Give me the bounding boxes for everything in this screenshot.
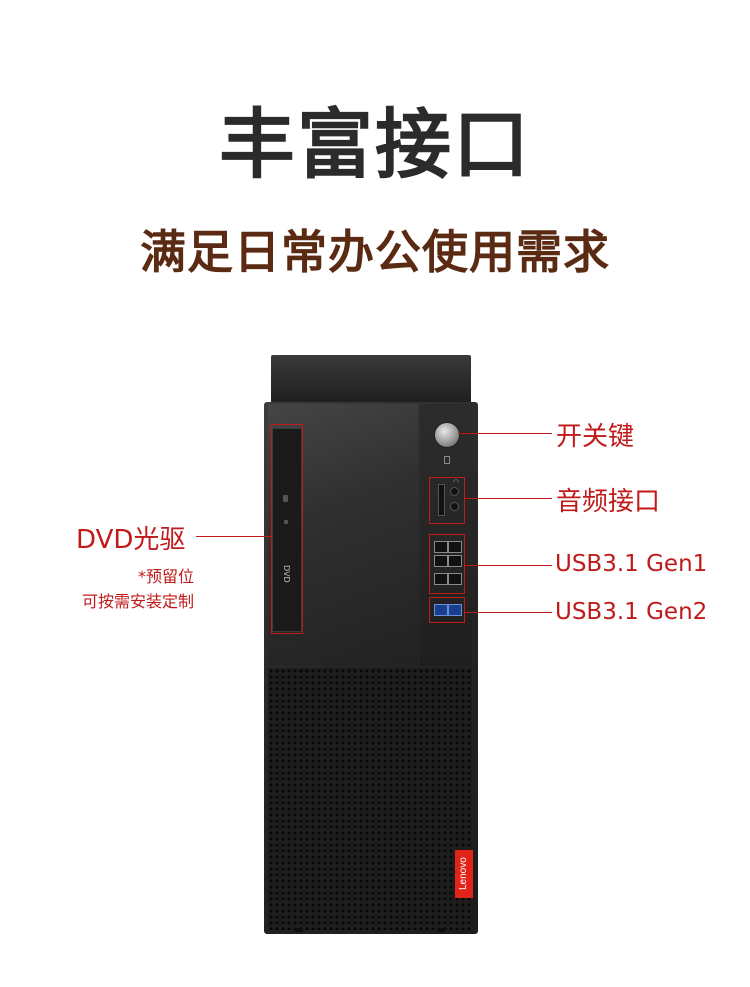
dvd-callout-line <box>196 536 271 537</box>
usb-gen1-port <box>434 555 448 567</box>
dvd-highlight-box <box>271 424 303 634</box>
page-subtitle: 满足日常办公使用需求 <box>140 225 610 279</box>
hdd-activity-icon <box>444 456 450 464</box>
card-reader-slot <box>438 484 445 516</box>
usb-gen1-port <box>448 541 462 553</box>
usb-gen2-highlight-box <box>429 597 465 623</box>
usb-gen2-label: USB3.1 Gen2 <box>555 599 708 625</box>
usb-gen1-port <box>448 555 462 567</box>
tower-foot <box>295 928 303 932</box>
dvd-eject-button <box>283 495 288 502</box>
power-button <box>434 422 460 448</box>
dvd-logo: DVD <box>282 565 291 583</box>
headphone-icon: ◠ <box>453 478 460 486</box>
audio-callout-line <box>465 498 552 499</box>
dvd-drive-label: DVD光驱 <box>76 525 186 555</box>
audio-highlight-box <box>429 477 465 524</box>
dvd-indicator-light <box>284 520 288 524</box>
usb-gen1-callout-line <box>465 565 552 566</box>
usb-gen2-port <box>448 604 462 616</box>
usb-gen1-port <box>434 541 448 553</box>
usb-gen2-callout-line <box>465 612 552 613</box>
usb-gen1-highlight-box <box>429 534 465 594</box>
dvd-note-reserved: *预留位 <box>137 567 194 586</box>
dvd-note-custom: 可按需安装定制 <box>81 592 194 611</box>
usb-gen1-label: USB3.1 Gen1 <box>555 551 708 577</box>
lenovo-logo: Lenovo <box>455 850 473 898</box>
audio-port-label: 音频接口 <box>556 487 661 517</box>
microphone-jack <box>450 502 459 511</box>
tower-top-cover <box>271 355 471 403</box>
dvd-drive-bay <box>272 428 302 632</box>
headphone-jack <box>450 487 459 496</box>
tower-foot <box>437 928 445 932</box>
power-button-label: 开关键 <box>556 422 635 452</box>
usb-gen1-port <box>434 573 448 585</box>
page-title: 丰富接口 <box>219 100 531 189</box>
front-grille <box>268 668 472 930</box>
usb-gen1-port <box>448 573 462 585</box>
usb-gen2-port <box>434 604 448 616</box>
power-callout-line <box>458 433 552 434</box>
